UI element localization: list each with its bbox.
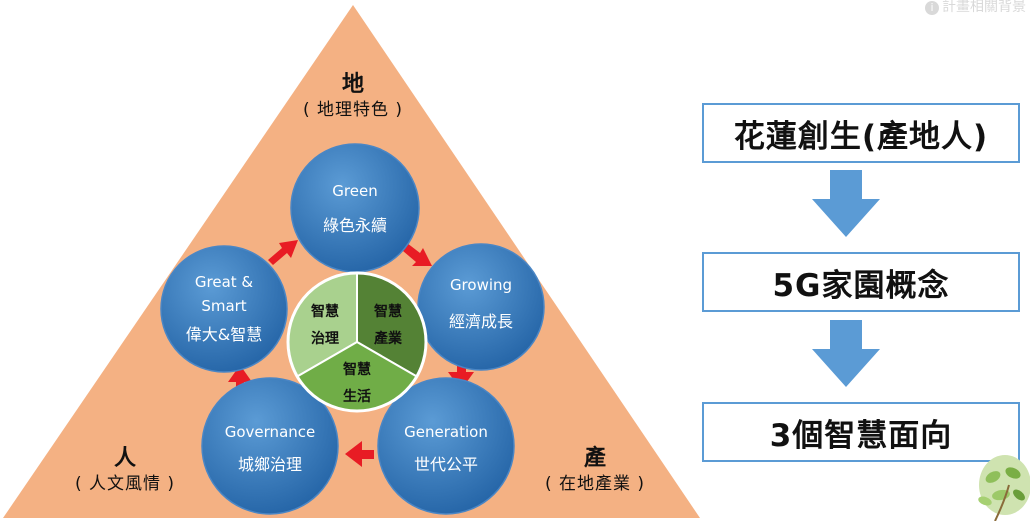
arrow-green-to-growing — [403, 243, 432, 266]
corner-left-subtitle: ( 人文風情 ) — [74, 474, 176, 494]
circle-generation-zh: 世代公平 — [414, 455, 478, 474]
flow-step-3: 3個智慧面向 — [702, 402, 1020, 462]
corner-right-subtitle: ( 在地產業 ) — [544, 474, 646, 494]
center-pie: 智慧 治理 智慧 產業 智慧 生活 — [286, 271, 428, 413]
pie-life-line1: 智慧 — [342, 361, 371, 378]
circle-great-en-line1: Great & — [195, 273, 254, 291]
circle-growing-en: Growing — [450, 276, 512, 294]
corner-left-label: 人 ( 人文風情 ) — [40, 446, 210, 496]
circle-governance: Governance 城鄉治理 — [201, 377, 339, 515]
circle-great-zh: 偉大&智慧 — [186, 325, 262, 344]
arrow-great-to-green — [268, 240, 298, 265]
concept-diagram: Green 綠色永續 Growing 經濟成長 Generation 世代公平 … — [3, 5, 700, 518]
pie-industry-line2: 產業 — [373, 330, 403, 347]
circle-green-zh: 綠色永續 — [323, 216, 387, 235]
corner-top-title: 地 — [341, 72, 364, 97]
flow-arrow-down-2 — [812, 320, 880, 387]
cycle-arrows — [228, 240, 474, 467]
arrow-generation-to-governance — [345, 441, 374, 467]
flow-step-1: 花蓮創生(產地人) — [702, 103, 1020, 163]
circle-governance-en: Governance — [225, 423, 316, 441]
pie-life-line2: 生活 — [343, 388, 371, 405]
corner-top-label: 地 ( 地理特色 ) — [268, 72, 438, 122]
circle-green: Green 綠色永續 — [290, 143, 420, 273]
corner-right-label: 產 ( 在地產業 ) — [510, 446, 680, 496]
corner-top-subtitle: ( 地理特色 ) — [302, 100, 404, 120]
flow-step-2: 5G家園概念 — [702, 252, 1020, 312]
pie-governance-line2: 治理 — [311, 330, 339, 347]
leaves-decoration — [978, 455, 1030, 521]
corner-right-title: 產 — [583, 446, 606, 471]
circle-governance-zh: 城鄉治理 — [238, 455, 302, 474]
circle-green-en: Green — [332, 182, 377, 200]
section-label-text: 計畫相關背景 — [942, 0, 1026, 15]
arrow-governance-to-great — [228, 365, 252, 388]
arrow-growing-to-generation — [448, 366, 474, 390]
circle-great-smart: Great & Smart 偉大&智慧 — [160, 245, 288, 373]
flow-step-2-text: 5G家園概念 — [772, 267, 950, 304]
corner-left-title: 人 — [113, 446, 136, 471]
info-icon: i — [925, 1, 939, 15]
flow-step-3-text: 3個智慧面向 — [769, 417, 953, 454]
flow-arrow-down-1 — [812, 170, 880, 237]
circle-great-en-line2: Smart — [201, 297, 246, 315]
circle-growing-zh: 經濟成長 — [449, 312, 513, 331]
pie-industry-line1: 智慧 — [373, 303, 402, 320]
flow-step-1-text: 花蓮創生(產地人) — [733, 118, 989, 155]
circle-generation: Generation 世代公平 — [377, 377, 515, 515]
pie-governance-line1: 智慧 — [310, 303, 339, 320]
circle-generation-en: Generation — [404, 423, 488, 441]
circle-growing: Growing 經濟成長 — [417, 243, 545, 371]
